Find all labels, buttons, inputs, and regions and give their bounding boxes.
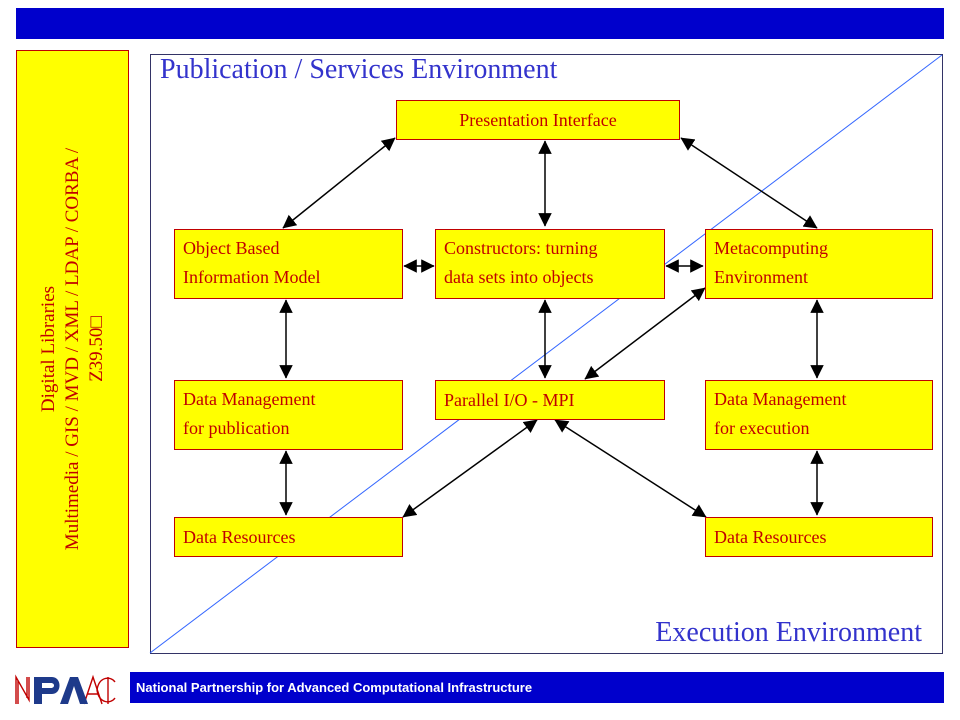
data-management-execution-box: Data Management for execution (705, 380, 933, 450)
arrow-parallel-resources-right (554, 419, 707, 518)
dm-publication-label-2: for publication (183, 418, 290, 438)
arrow-presentation-metacomputing (680, 137, 818, 229)
environment-divider-line (149, 54, 943, 654)
execution-environment-title: Execution Environment (655, 617, 922, 648)
constructors-label-1: Constructors: turning (444, 238, 598, 258)
metacomputing-label-2: Environment (714, 267, 808, 287)
object-model-label-2: Information Model (183, 267, 321, 287)
diagram-frame (150, 54, 943, 654)
presentation-interface-box: Presentation Interface (396, 100, 680, 140)
constructors-label-2: data sets into objects (444, 267, 594, 287)
dm-execution-label-1: Data Management (714, 389, 847, 409)
footer-text: National Partnership for Advanced Comput… (136, 680, 533, 695)
data-resources-right-box: Data Resources (705, 517, 933, 557)
arrow-presentation-object (282, 137, 396, 229)
data-management-publication-box: Data Management for publication (174, 380, 403, 450)
dm-execution-label-2: for execution (714, 418, 810, 438)
data-resources-right-label: Data Resources (714, 527, 827, 547)
object-model-box: Object Based Information Model (174, 229, 403, 299)
parallel-io-box: Parallel I/O - MPI (435, 380, 665, 420)
metacomputing-box: Metacomputing Environment (705, 229, 933, 299)
data-resources-left-box: Data Resources (174, 517, 403, 557)
parallel-io-label: Parallel I/O - MPI (444, 390, 575, 410)
footer-bar: National Partnership for Advanced Comput… (130, 672, 944, 703)
digital-libraries-panel: Digital Libraries Multimedia / GIS / MVD… (16, 50, 129, 648)
arrow-parallel-resources-left (402, 419, 538, 518)
presentation-interface-label: Presentation Interface (459, 110, 617, 130)
data-resources-left-label: Data Resources (183, 527, 296, 547)
publication-environment-title: Publication / Services Environment (160, 54, 558, 85)
header-bar (16, 8, 944, 39)
npaci-logo (15, 674, 116, 705)
dm-publication-label-1: Data Management (183, 389, 316, 409)
constructors-box: Constructors: turning data sets into obj… (435, 229, 665, 299)
object-model-label-1: Object Based (183, 238, 280, 258)
arrow-metacomputing-parallel (584, 287, 706, 380)
metacomputing-label-1: Metacomputing (714, 238, 828, 258)
